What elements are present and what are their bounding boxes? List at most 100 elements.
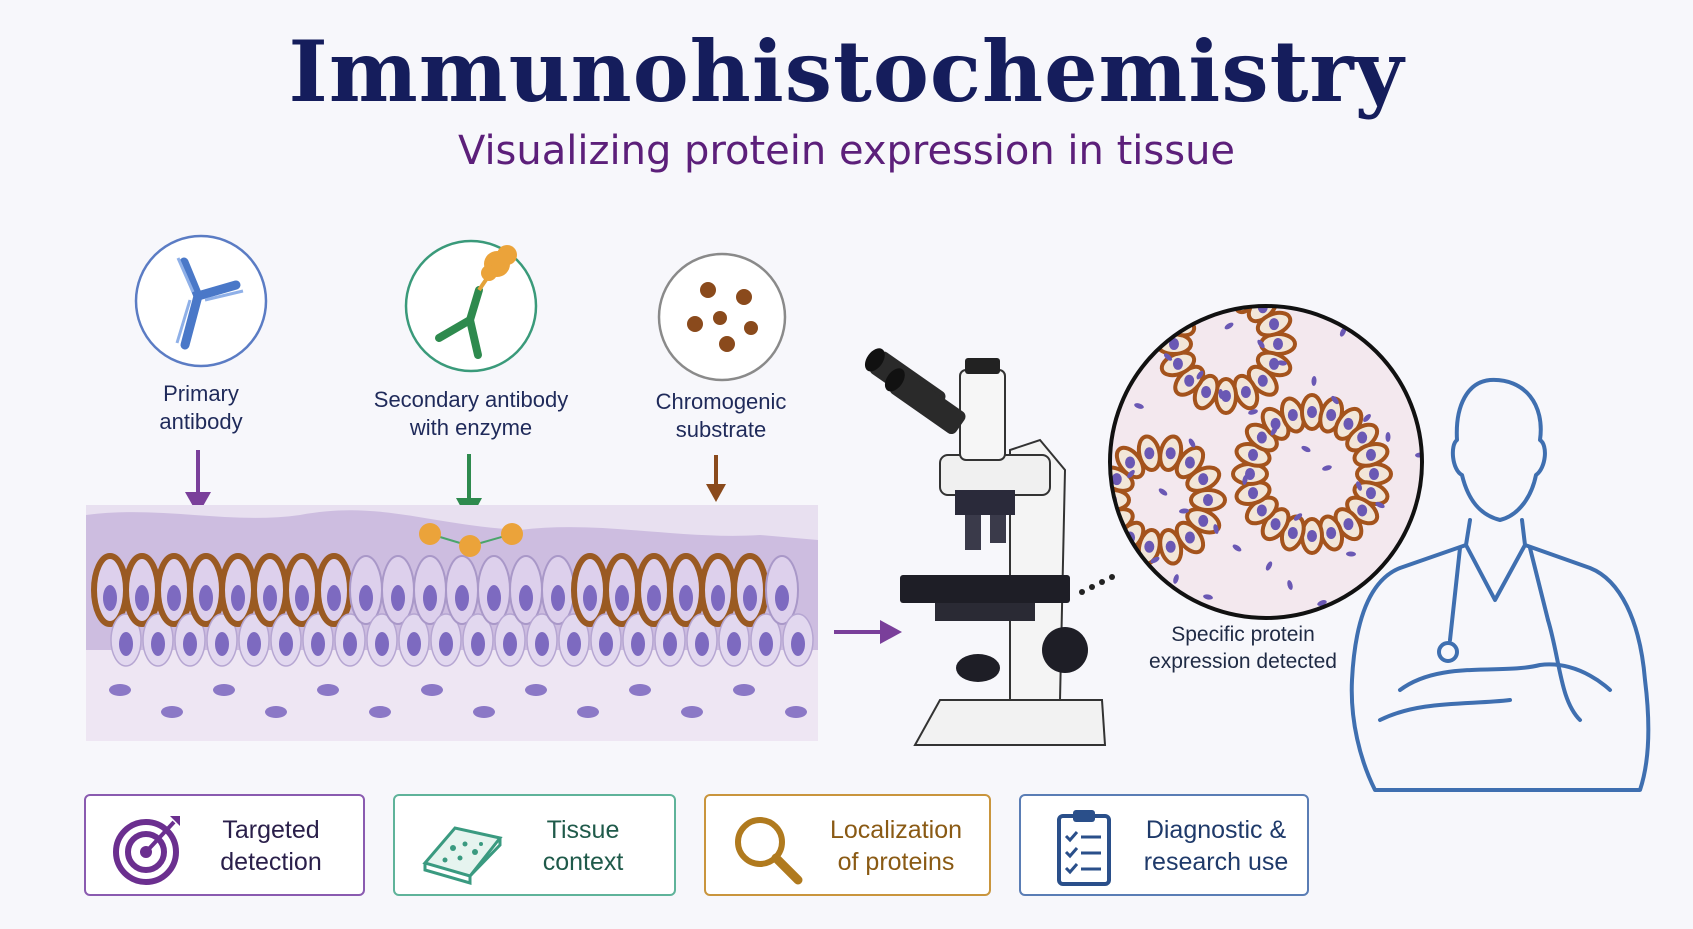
stroma-nucleus: [473, 706, 495, 718]
cell-nucleus: [1273, 338, 1283, 350]
stroma-nucleus: [1218, 389, 1224, 399]
cell-nucleus: [631, 632, 645, 656]
cell-nucleus: [551, 585, 565, 611]
stroma-nucleus: [1188, 438, 1196, 448]
clipboard-icon: [1057, 810, 1111, 886]
result-caption: Specific protein expression detected: [1149, 623, 1337, 673]
magnifier-icon: [735, 817, 803, 885]
stroma-nucleus: [1385, 432, 1391, 442]
stroma-nucleus: [1196, 370, 1204, 380]
stroma-nucleus: [1134, 403, 1144, 409]
stroma-nucleus: [1311, 376, 1317, 386]
cell-nucleus: [1248, 448, 1259, 461]
page-title: Immunohistochemistry: [288, 22, 1405, 121]
cell-nucleus: [359, 585, 373, 611]
cell-nucleus: [599, 632, 613, 656]
cell-nucleus: [1270, 417, 1281, 430]
stroma-nucleus: [265, 706, 287, 718]
cell-nucleus: [391, 585, 405, 611]
cell-nucleus: [327, 585, 341, 611]
stroma-nucleus: [1277, 360, 1287, 366]
feature-card-diagnostic-research: Diagnostic & research use: [1019, 794, 1309, 896]
cell-nucleus: [1256, 431, 1267, 444]
cell-nucleus: [1111, 473, 1122, 486]
cell-nucleus: [167, 585, 181, 611]
cell-nucleus: [567, 632, 581, 656]
page-subtitle: Visualizing protein expression in tissue: [457, 128, 1236, 174]
cell-nucleus: [1240, 386, 1251, 399]
target-icon: [113, 816, 180, 885]
cell-nucleus: [727, 632, 741, 656]
cell-nucleus: [503, 632, 517, 656]
stroma-nucleus: [1173, 574, 1179, 584]
cell-nucleus: [135, 585, 149, 611]
feature-label: Localization of proteins: [829, 816, 963, 876]
stroma-nucleus: [681, 706, 703, 718]
cell-nucleus: [103, 585, 117, 611]
cell-nucleus: [1144, 447, 1155, 460]
cell-nucleus: [1365, 487, 1376, 500]
cell-nucleus: [1221, 390, 1231, 402]
cell-nucleus: [1326, 526, 1337, 539]
gland-cell: [1214, 306, 1238, 311]
cell-nucleus: [231, 585, 245, 611]
cell-nucleus: [1307, 406, 1317, 418]
cell-nucleus: [215, 632, 229, 656]
feature-label: Diagnostic & research use: [1143, 816, 1289, 876]
stroma-nucleus: [1331, 395, 1339, 405]
cell-nucleus: [711, 585, 725, 611]
magnified-tissue-view: [1108, 290, 1424, 620]
cell-nucleus: [695, 632, 709, 656]
stroma-nucleus: [369, 706, 391, 718]
cell-nucleus: [471, 632, 485, 656]
tissue-slide-icon: [422, 826, 503, 885]
cell-nucleus: [1357, 504, 1368, 517]
cell-nucleus: [183, 632, 197, 656]
cell-nucleus: [439, 632, 453, 656]
stroma-nucleus: [1363, 414, 1371, 422]
feature-card-localization: Localization of proteins: [704, 794, 991, 896]
stroma-nucleus: [1213, 524, 1219, 534]
feature-label: Tissue context: [542, 816, 624, 876]
cell-nucleus: [1184, 374, 1195, 387]
stroma-nucleus: [1399, 587, 1409, 595]
cell-nucleus: [1241, 290, 1251, 302]
pathologist-icon: [1349, 377, 1651, 792]
cell-nucleus: [1144, 540, 1155, 553]
stroma-nucleus: [1257, 339, 1265, 349]
cell-nucleus: [1201, 386, 1212, 399]
cell-nucleus: [375, 632, 389, 656]
cell-nucleus: [1270, 518, 1281, 531]
cell-nucleus: [1357, 431, 1368, 444]
cell-nucleus: [1287, 526, 1298, 539]
stroma-nucleus: [1339, 327, 1347, 337]
cell-nucleus: [1365, 448, 1376, 461]
stroma-nucleus: [1203, 594, 1213, 600]
stroma-nucleus: [1110, 317, 1120, 323]
cell-nucleus: [759, 632, 773, 656]
stroma-nucleus: [1232, 544, 1242, 552]
primary-antibody-label: Primary antibody: [159, 381, 243, 434]
stroma-nucleus: [1163, 353, 1173, 361]
stroma-nucleus: [421, 684, 443, 696]
cell-nucleus: [1169, 338, 1179, 350]
stroma-nucleus: [1346, 551, 1356, 557]
primary-arrow: [185, 450, 211, 515]
stroma-nucleus: [1301, 445, 1311, 453]
cell-nucleus: [1287, 409, 1298, 422]
cell-nucleus: [343, 632, 357, 656]
stroma-nucleus: [1179, 508, 1189, 514]
stroma-nucleus: [1317, 600, 1327, 606]
stroma-nucleus: [1356, 481, 1362, 491]
cell-nucleus: [791, 632, 805, 656]
feature-card-targeted-detection: Targeted detection: [84, 794, 365, 896]
cell-nucleus: [151, 632, 165, 656]
secondary-antibody-label: Secondary antibody with enzyme: [373, 387, 569, 440]
cell-nucleus: [1343, 417, 1354, 430]
cell-nucleus: [263, 585, 277, 611]
stroma-nucleus: [733, 684, 755, 696]
cell-nucleus: [743, 585, 757, 611]
enzyme-nodes: [419, 523, 523, 557]
stroma-nucleus: [785, 706, 807, 718]
cell-nucleus: [119, 632, 133, 656]
